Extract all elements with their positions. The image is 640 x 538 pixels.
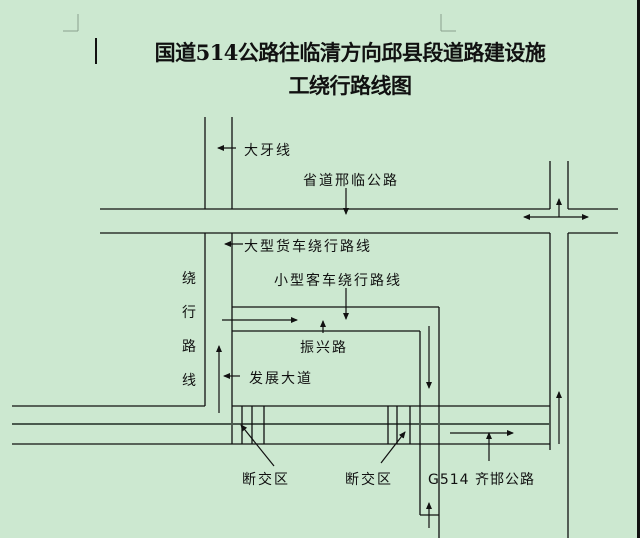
page-edge <box>637 0 640 538</box>
label-detour-vertical-4: 线 <box>182 373 196 389</box>
closure-2-arrow <box>380 431 406 464</box>
text-cursor <box>95 38 97 64</box>
label-closure-zone-2: 断交区 <box>345 472 393 488</box>
title-line-1: 国道514公路往临清方向邱县段道路建设施 <box>154 40 546 65</box>
label-car-detour: 小型客车绕行路线 <box>274 273 402 289</box>
label-truck-detour: 大型货车绕行路线 <box>244 239 372 255</box>
label-detour-vertical-2: 行 <box>182 305 196 321</box>
title-line-2: 工绕行路线图 <box>288 73 413 98</box>
label-provincial-road: 省道邢临公路 <box>303 173 399 189</box>
label-detour-vertical-3: 路 <box>182 339 196 355</box>
label-g514-road: G514 齐邯公路 <box>428 472 536 488</box>
margin-marks <box>63 14 456 32</box>
label-detour-vertical-1: 绕 <box>182 271 196 287</box>
label-zhenxing-road: 振兴路 <box>300 340 348 356</box>
closure-1-arrow <box>240 424 275 467</box>
label-fazhan-avenue: 发展大道 <box>249 371 313 387</box>
label-daya-line: 大牙线 <box>244 143 292 159</box>
label-closure-zone-1: 断交区 <box>242 472 290 488</box>
